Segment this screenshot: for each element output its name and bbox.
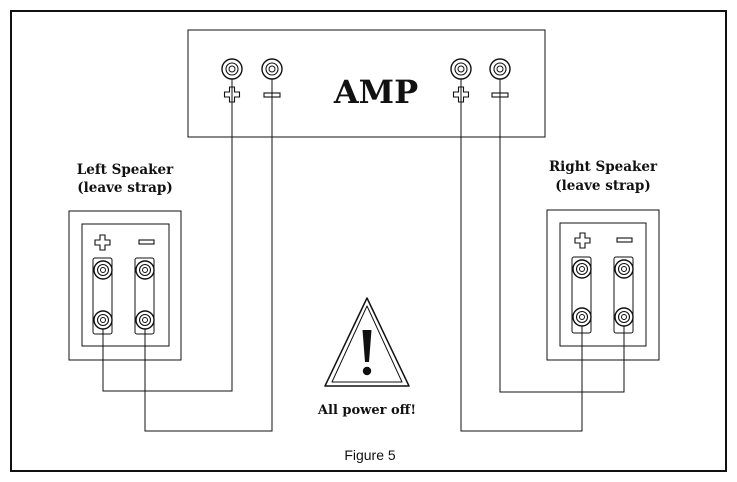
left-speaker-negative-top-terminal — [135, 260, 155, 280]
amp-left-negative-terminal — [261, 58, 283, 80]
left-speaker-subtitle: (leave strap) — [77, 180, 173, 196]
wire-left-positive — [102, 79, 233, 392]
left-speaker-title: Left Speaker — [77, 162, 174, 178]
left-speaker-negative-bottom-terminal — [135, 310, 155, 330]
minus-icon — [138, 239, 155, 245]
left-speaker-panel-outer — [68, 210, 182, 361]
plus-icon — [574, 232, 591, 249]
amp-label: AMP — [333, 73, 418, 111]
amp-box — [187, 29, 546, 138]
wire-right-positive — [460, 79, 583, 432]
right-speaker-negative-top-terminal — [614, 259, 634, 279]
right-speaker-panel-outer — [546, 209, 660, 361]
figure-caption: Figure 5 — [344, 447, 396, 463]
wire-left-negative — [144, 79, 273, 432]
right-speaker-panel-inner — [559, 222, 647, 347]
right-speaker-subtitle: (leave strap) — [555, 178, 651, 194]
left-speaker-positive-bottom-terminal — [93, 310, 113, 330]
warning-label: All power off! — [317, 403, 416, 418]
amp-right-positive-terminal — [450, 58, 472, 80]
diagram-frame — [10, 10, 727, 472]
left-speaker-positive-top-terminal — [93, 260, 113, 280]
right-speaker-negative-bottom-terminal — [614, 307, 634, 327]
right-speaker-title: Right Speaker — [549, 159, 658, 175]
plus-icon — [94, 234, 111, 251]
right-speaker-positive-top-terminal — [572, 259, 592, 279]
right-speaker-positive-bottom-terminal — [572, 307, 592, 327]
amp-right-negative-terminal — [489, 58, 511, 80]
wire-right-negative — [499, 79, 625, 393]
left-speaker-panel-inner — [81, 223, 170, 347]
amp-left-positive-terminal — [221, 58, 243, 80]
minus-icon — [616, 237, 633, 243]
warning-icon — [324, 297, 410, 387]
